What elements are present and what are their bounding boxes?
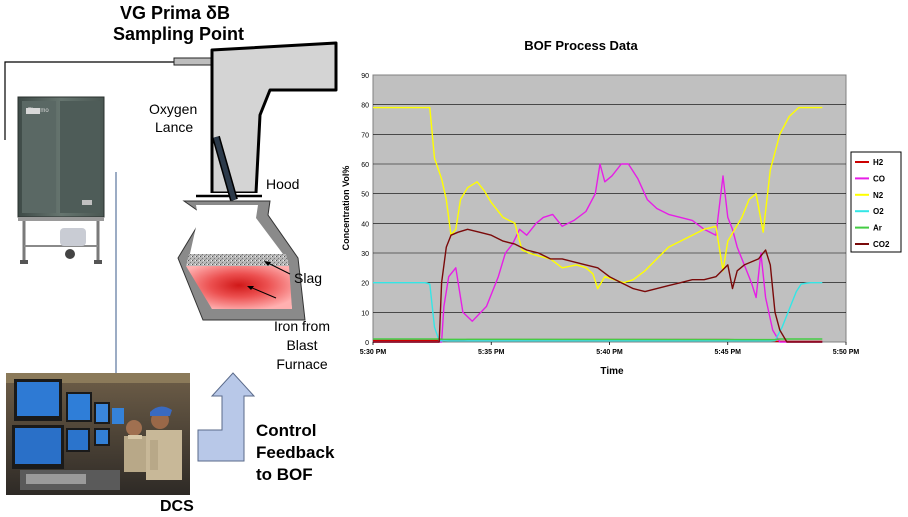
legend-label-ar: Ar (873, 224, 882, 233)
iron-label-line2: Blast (286, 337, 318, 353)
control-label-line1: Control (256, 421, 317, 440)
y-tick-label: 30 (361, 251, 369, 258)
legend-label-o2: O2 (873, 207, 884, 216)
series-co-line (373, 163, 823, 343)
analyzer-brand-label: Thermo (28, 108, 49, 114)
x-tick-label: 5:50 PM (833, 349, 860, 356)
oxygen-lance-label-line2: Lance (155, 119, 194, 135)
y-tick-label: 90 (361, 73, 369, 80)
sampling-title-line2: Sampling Point (113, 24, 245, 44)
feedback-arrow (197, 372, 256, 462)
bof-process-chart: 0 10 20 30 40 50 60 70 80 90 5:30 PM 5:35 PM 5:40 P… (341, 38, 902, 377)
iron-bath (186, 266, 292, 309)
slag-pointer (265, 261, 291, 275)
x-axis-label: Time (600, 366, 624, 377)
chart-title: BOF Process Data (524, 38, 638, 53)
grid-lines (373, 104, 846, 313)
iron-label-line1: Iron from (273, 318, 330, 334)
y-tick-labels: 0 10 20 30 40 50 60 70 80 90 (361, 73, 369, 347)
plot-area (372, 74, 847, 343)
series-n2-line (373, 106, 823, 290)
series-ar-line (373, 338, 823, 341)
control-label-line2: Feedback (256, 443, 335, 462)
x-tick-label: 5:35 PM (478, 349, 505, 356)
y-tick-label: 60 (361, 162, 369, 169)
legend-box (850, 151, 902, 253)
y-axis-label: Concentration Vol% (341, 166, 351, 251)
series-co2-line (373, 228, 823, 343)
y-tick-label: 0 (365, 340, 369, 347)
sampling-title-line1: VG Prima δB (120, 3, 230, 23)
hood-label: Hood (266, 176, 300, 192)
iron-pointer (249, 286, 277, 299)
series-o2-line (373, 282, 823, 342)
dcs-label: DCS (160, 498, 194, 515)
iron-label-line3: Furnace (276, 356, 328, 372)
control-label-line3: to BOF (256, 465, 313, 484)
x-tick-label: 5:45 PM (715, 349, 742, 356)
x-tick-label: 5:40 PM (596, 349, 623, 356)
y-tick-label: 80 (361, 103, 369, 110)
legend-label-h2: H2 (873, 158, 884, 167)
y-tick-label: 40 (361, 221, 369, 228)
y-tick-label: 10 (361, 310, 369, 317)
legend-label-co2: CO2 (873, 240, 890, 249)
dcs-control-room (6, 373, 190, 495)
analyzer-cabinet (17, 96, 105, 264)
x-tick-labels: 5:30 PM 5:35 PM 5:40 PM 5:45 PM 5:50 PM (360, 342, 860, 356)
x-tick-label: 5:30 PM (360, 349, 387, 356)
slag-layer (186, 254, 289, 266)
legend-label-co: CO (873, 174, 885, 183)
sample-line (4, 61, 178, 140)
oxygen-lance-label-line1: Oxygen (149, 101, 198, 117)
series-lines (373, 106, 823, 343)
y-tick-label: 20 (361, 281, 369, 288)
slag-label: Slag (294, 270, 323, 286)
legend-label-n2: N2 (873, 191, 884, 200)
hood-duct (210, 41, 338, 195)
y-tick-label: 70 (361, 132, 369, 139)
y-tick-label: 50 (361, 192, 369, 199)
